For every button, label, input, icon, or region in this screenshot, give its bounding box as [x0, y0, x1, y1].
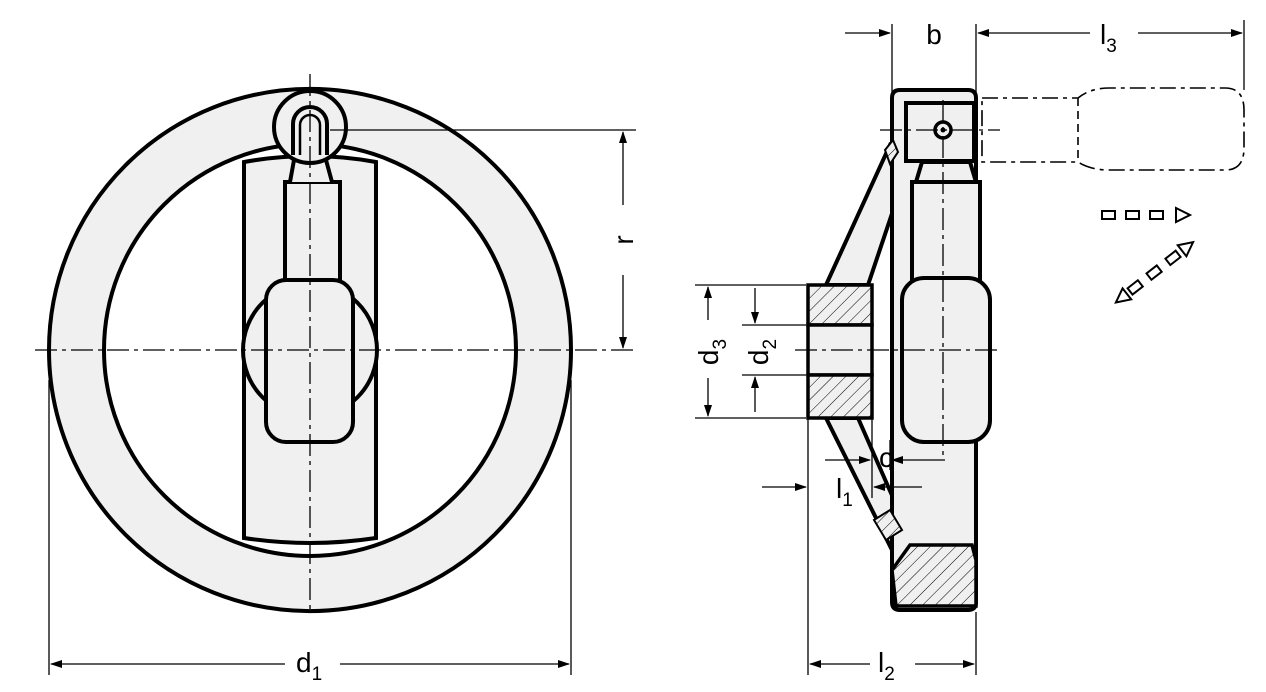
front-view: r d1: [35, 74, 639, 685]
side-view: b l3 d3 d2 c l1 l2: [693, 19, 1245, 685]
handle-grip-side: [900, 276, 992, 444]
fold-direction-diagonal-icon: [1114, 240, 1195, 304]
fold-direction-straight-icon: [1101, 206, 1193, 224]
handle-neck: [283, 180, 342, 284]
label-c: c: [879, 442, 893, 473]
label-l2: l2: [878, 647, 895, 685]
hub-section-bottom: [806, 373, 874, 420]
label-d3: d3: [693, 339, 731, 365]
folded-handle-phantom: [981, 87, 1245, 171]
label-d1: d1: [296, 647, 322, 685]
label-d2: d2: [743, 339, 781, 365]
bottom-rim-section: [890, 543, 978, 608]
handle-neck-side: [914, 160, 978, 183]
hub-section-top: [806, 283, 874, 327]
label-r: r: [608, 235, 639, 244]
web-hatch-lower: [872, 508, 904, 542]
web-hatch-upper: [883, 138, 900, 167]
label-l1: l1: [836, 473, 853, 511]
handle-shaft-side: [910, 180, 982, 284]
label-b: b: [926, 19, 942, 50]
label-l3: l3: [1100, 19, 1117, 57]
